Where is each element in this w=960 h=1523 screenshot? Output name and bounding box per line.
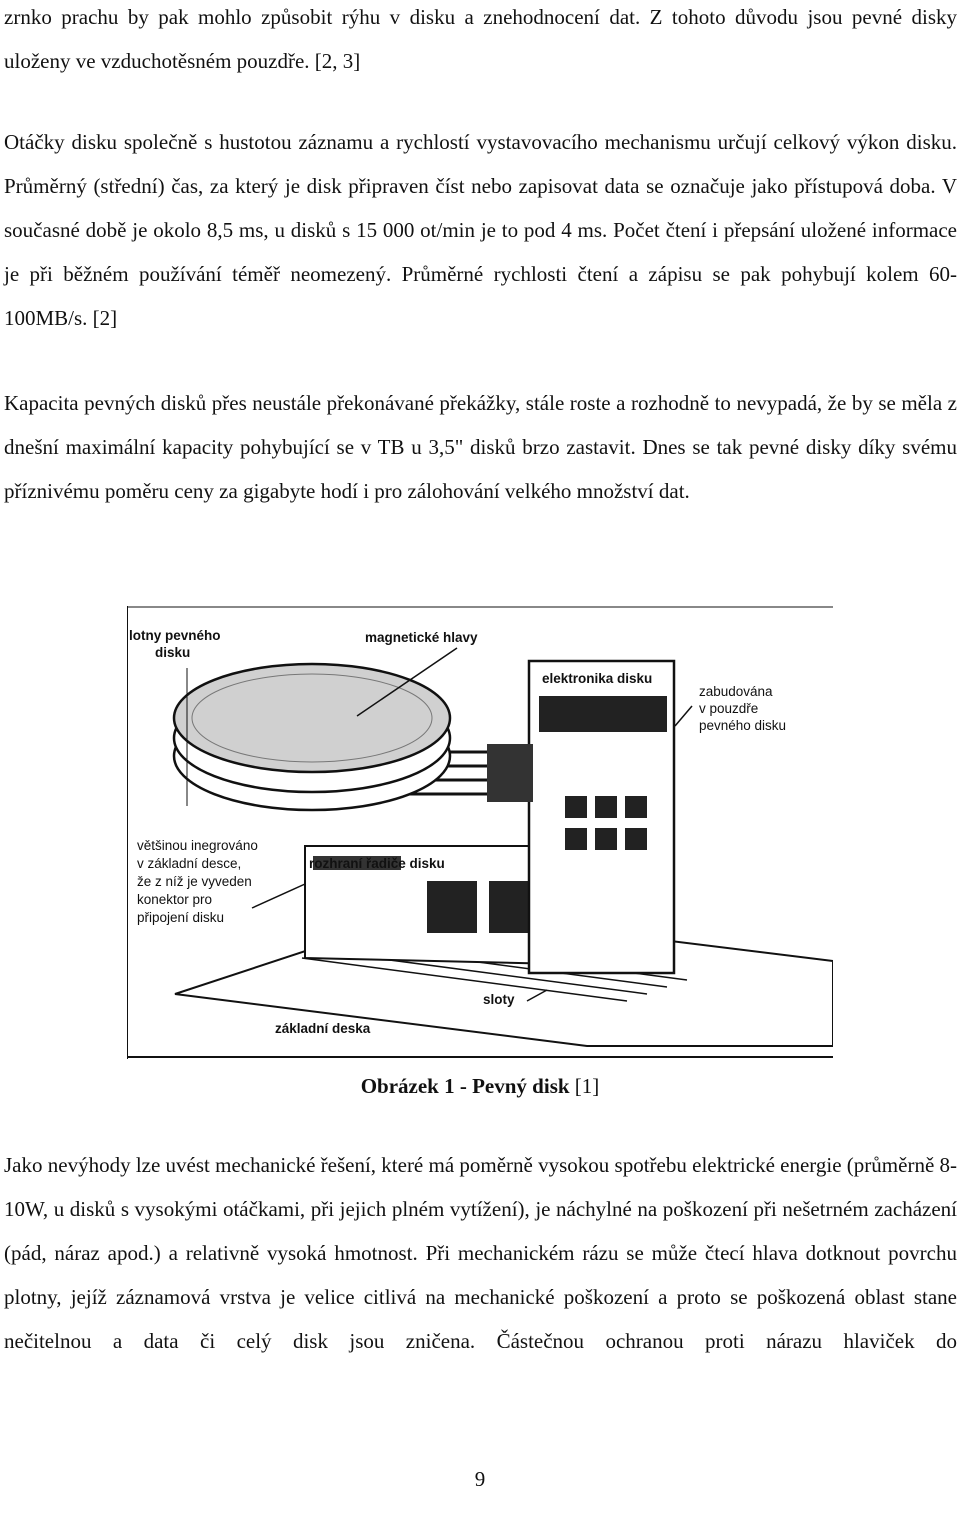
label-integrated-4: konektor pro bbox=[137, 892, 212, 907]
label-motherboard: základní deska bbox=[275, 1021, 371, 1036]
caption-title: Obrázek 1 - Pevný disk bbox=[360, 1074, 570, 1098]
label-platters-2: disku bbox=[155, 645, 190, 660]
page-number: 9 bbox=[474, 1467, 486, 1491]
paragraph-1: zrnko prachu by pak mohlo způsobit rýhu … bbox=[4, 5, 957, 73]
paragraph-2: Otáčky disku společně s hustotou záznamu… bbox=[4, 130, 957, 330]
paragraph-4: Jako nevýhody lze uvést mechanické řešen… bbox=[4, 1153, 958, 1353]
label-integrated-3: že z níž je vyveden bbox=[137, 874, 252, 889]
label-integrated-1: většinou inegrováno bbox=[137, 838, 258, 853]
label-integrated-2: v základní desce, bbox=[137, 856, 241, 871]
platter-top bbox=[172, 662, 452, 774]
label-built-in-1: zabudována bbox=[699, 684, 773, 699]
label-platters: lotny pevného bbox=[129, 628, 221, 643]
label-slots: sloty bbox=[483, 992, 515, 1007]
label-heads: magnetické hlavy bbox=[365, 630, 478, 645]
label-built-in-2: v pouzdře bbox=[699, 701, 758, 716]
label-controller: rozhraní řadiče disku bbox=[309, 856, 445, 871]
label-electronics: elektronika disku bbox=[542, 671, 652, 686]
label-built-in-3: pevného disku bbox=[699, 718, 786, 733]
caption-reference: [1] bbox=[569, 1074, 600, 1098]
hard-disk-figure: lotny pevného disku magnetické hlavy ele… bbox=[126, 606, 834, 1059]
hard-disk-diagram: lotny pevného disku magnetické hlavy ele… bbox=[126, 606, 834, 1059]
paragraph-3: Kapacita pevných disků přes neustále pře… bbox=[4, 391, 957, 503]
label-integrated-5: připojení disku bbox=[137, 910, 224, 925]
figure-caption: Obrázek 1 - Pevný disk [1] bbox=[0, 1068, 960, 1104]
